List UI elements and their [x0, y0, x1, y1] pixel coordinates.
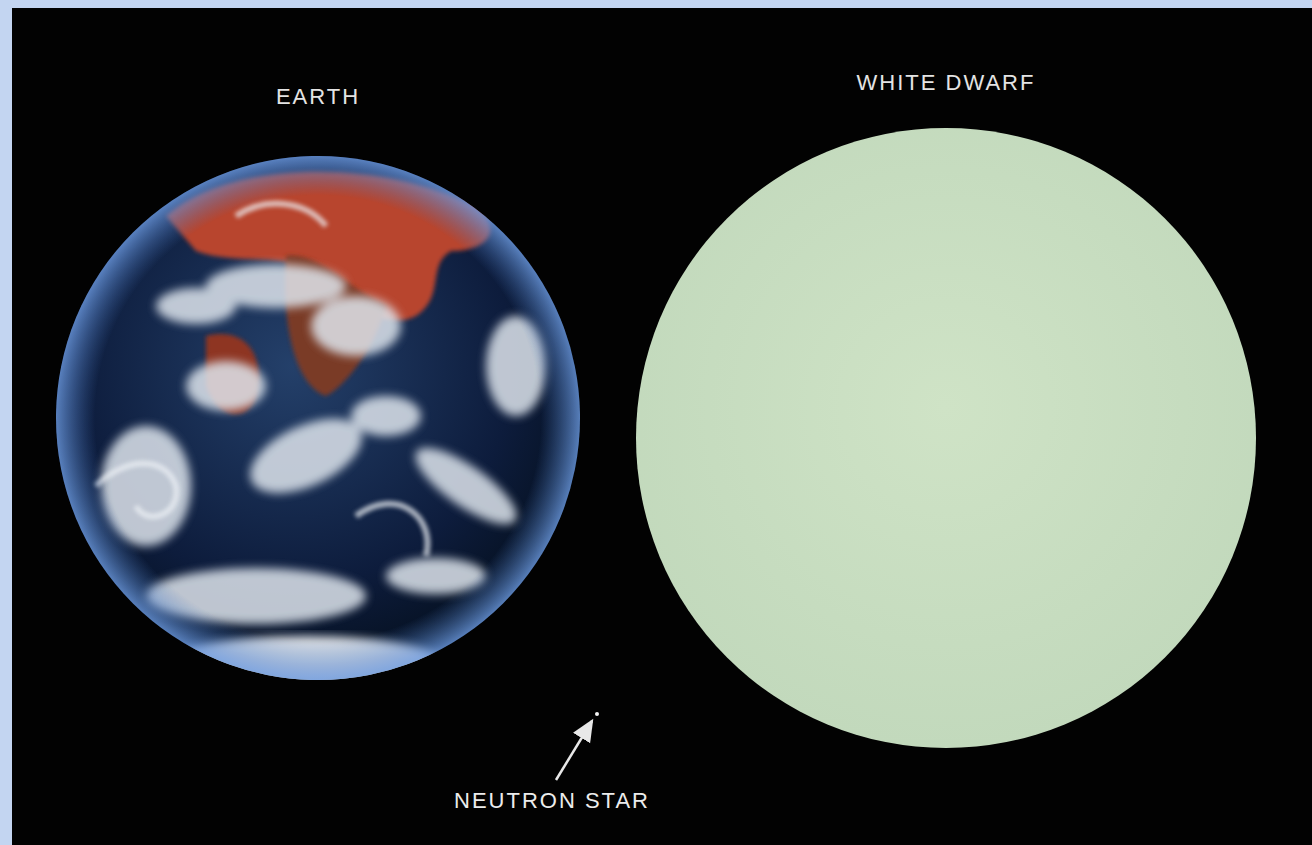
earth-globe: EARTH: [56, 84, 580, 680]
neutron-star-dot: [595, 712, 599, 716]
leader-line: [556, 721, 592, 780]
earth-globe-shape: [56, 156, 580, 680]
white-dwarf-heading: WHITE DWARF: [636, 70, 1256, 96]
earth-heading: EARTH: [56, 84, 580, 110]
star-label: NEUTRON STAR: [451, 788, 653, 814]
white-dwarf-disc: WHITE DWARF: [636, 70, 1256, 748]
white-dwarf-disc-shape: [636, 128, 1256, 748]
